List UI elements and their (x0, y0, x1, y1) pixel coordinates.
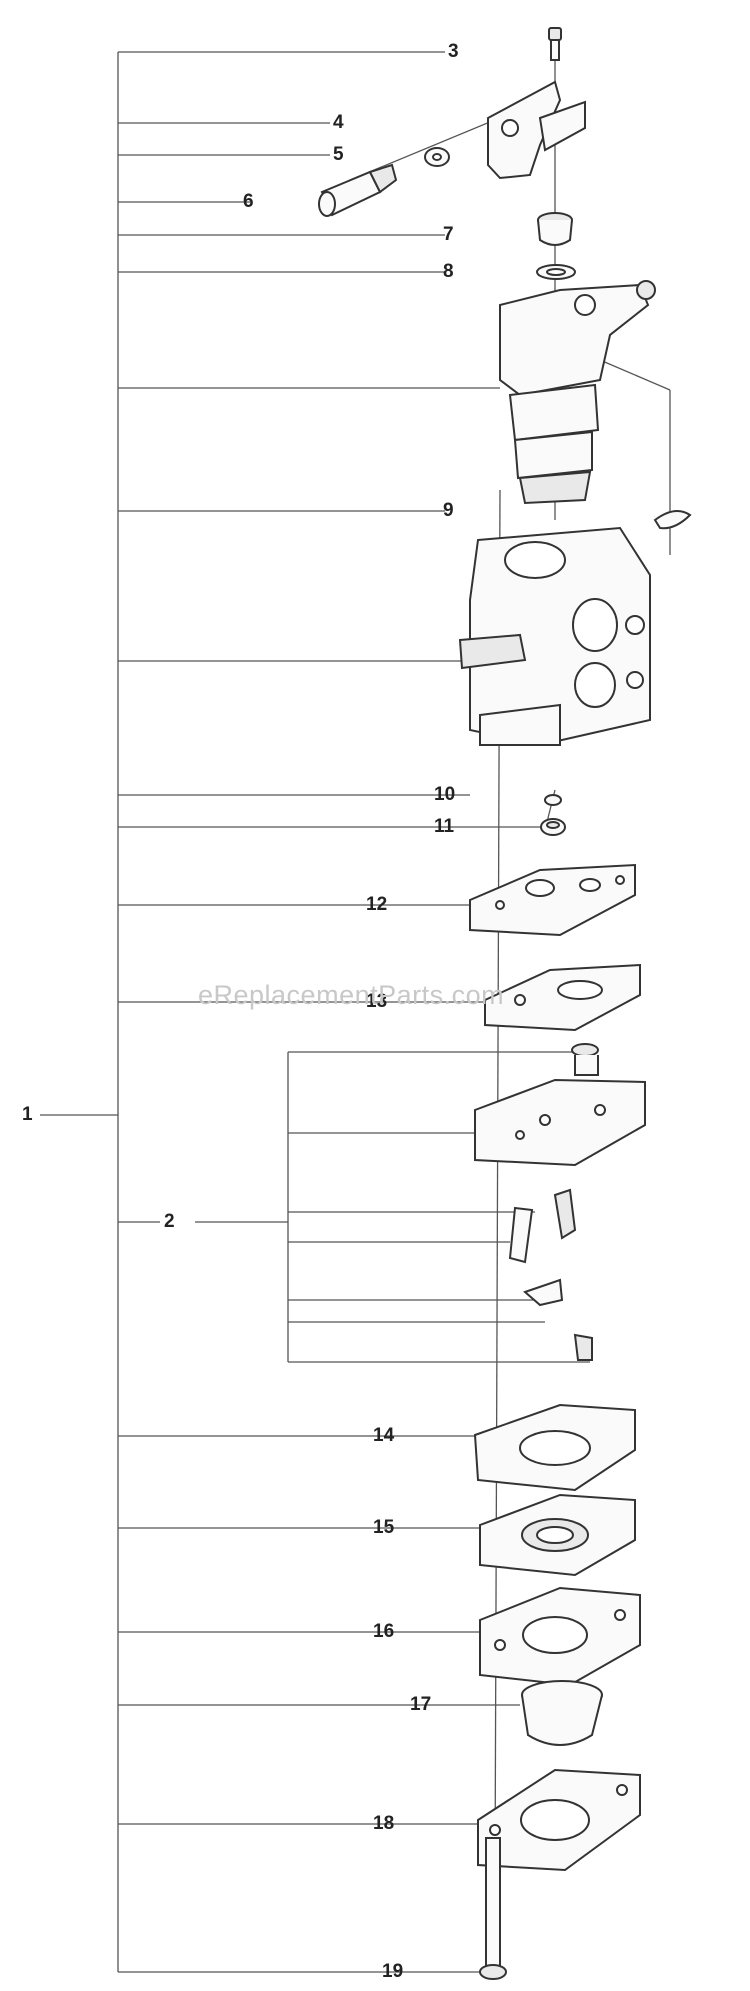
callout-11: 11 (434, 816, 455, 837)
callout-1: 1 (22, 1104, 33, 1125)
part-3-screw (548, 27, 562, 61)
callout-10: 10 (434, 784, 456, 805)
callout-15: 15 (373, 1517, 395, 1538)
callout-13: 13 (366, 991, 388, 1012)
part-18-bulb-cover (477, 1768, 641, 1872)
main-bracket (40, 51, 540, 1973)
part-11-plug (540, 818, 566, 836)
callout-6: 6 (243, 191, 254, 212)
callout-8: 8 (443, 261, 454, 282)
part-4-bracket (487, 80, 586, 180)
part-7-cap (537, 212, 573, 246)
part-15-diaphragm (479, 1493, 636, 1577)
part-8-oring (536, 264, 576, 280)
part-13-diaphragm (484, 963, 641, 1032)
part-12-gasket (469, 863, 636, 937)
callout-7: 7 (443, 224, 454, 245)
callout-17: 17 (410, 1694, 432, 1715)
part-19-screw (479, 1837, 507, 1980)
part-17-primer-bulb (521, 1680, 603, 1746)
callout-12: 12 (366, 894, 388, 915)
throttle-shaft-assembly (499, 280, 692, 530)
part-6-adjust-screw (318, 163, 398, 217)
callout-9: 9 (443, 500, 454, 521)
sub-assembly-bracket (195, 1051, 590, 1363)
part-2-pump-cover (474, 1043, 646, 1361)
callout-3: 3 (448, 41, 459, 62)
part-10-ring (544, 794, 562, 806)
part-14-gasket (473, 1403, 636, 1492)
callout-4: 4 (333, 112, 344, 133)
part-9-carburetor-body (458, 526, 651, 747)
callout-19: 19 (382, 1961, 404, 1982)
callout-2: 2 (164, 1211, 175, 1232)
callout-14: 14 (373, 1425, 395, 1446)
callout-5: 5 (333, 144, 344, 165)
part-5-washer (424, 147, 450, 167)
callout-16: 16 (373, 1621, 395, 1642)
callout-18: 18 (373, 1813, 395, 1834)
part-16-cover (479, 1586, 641, 1687)
watermark: eReplacementParts.com (198, 980, 505, 1010)
